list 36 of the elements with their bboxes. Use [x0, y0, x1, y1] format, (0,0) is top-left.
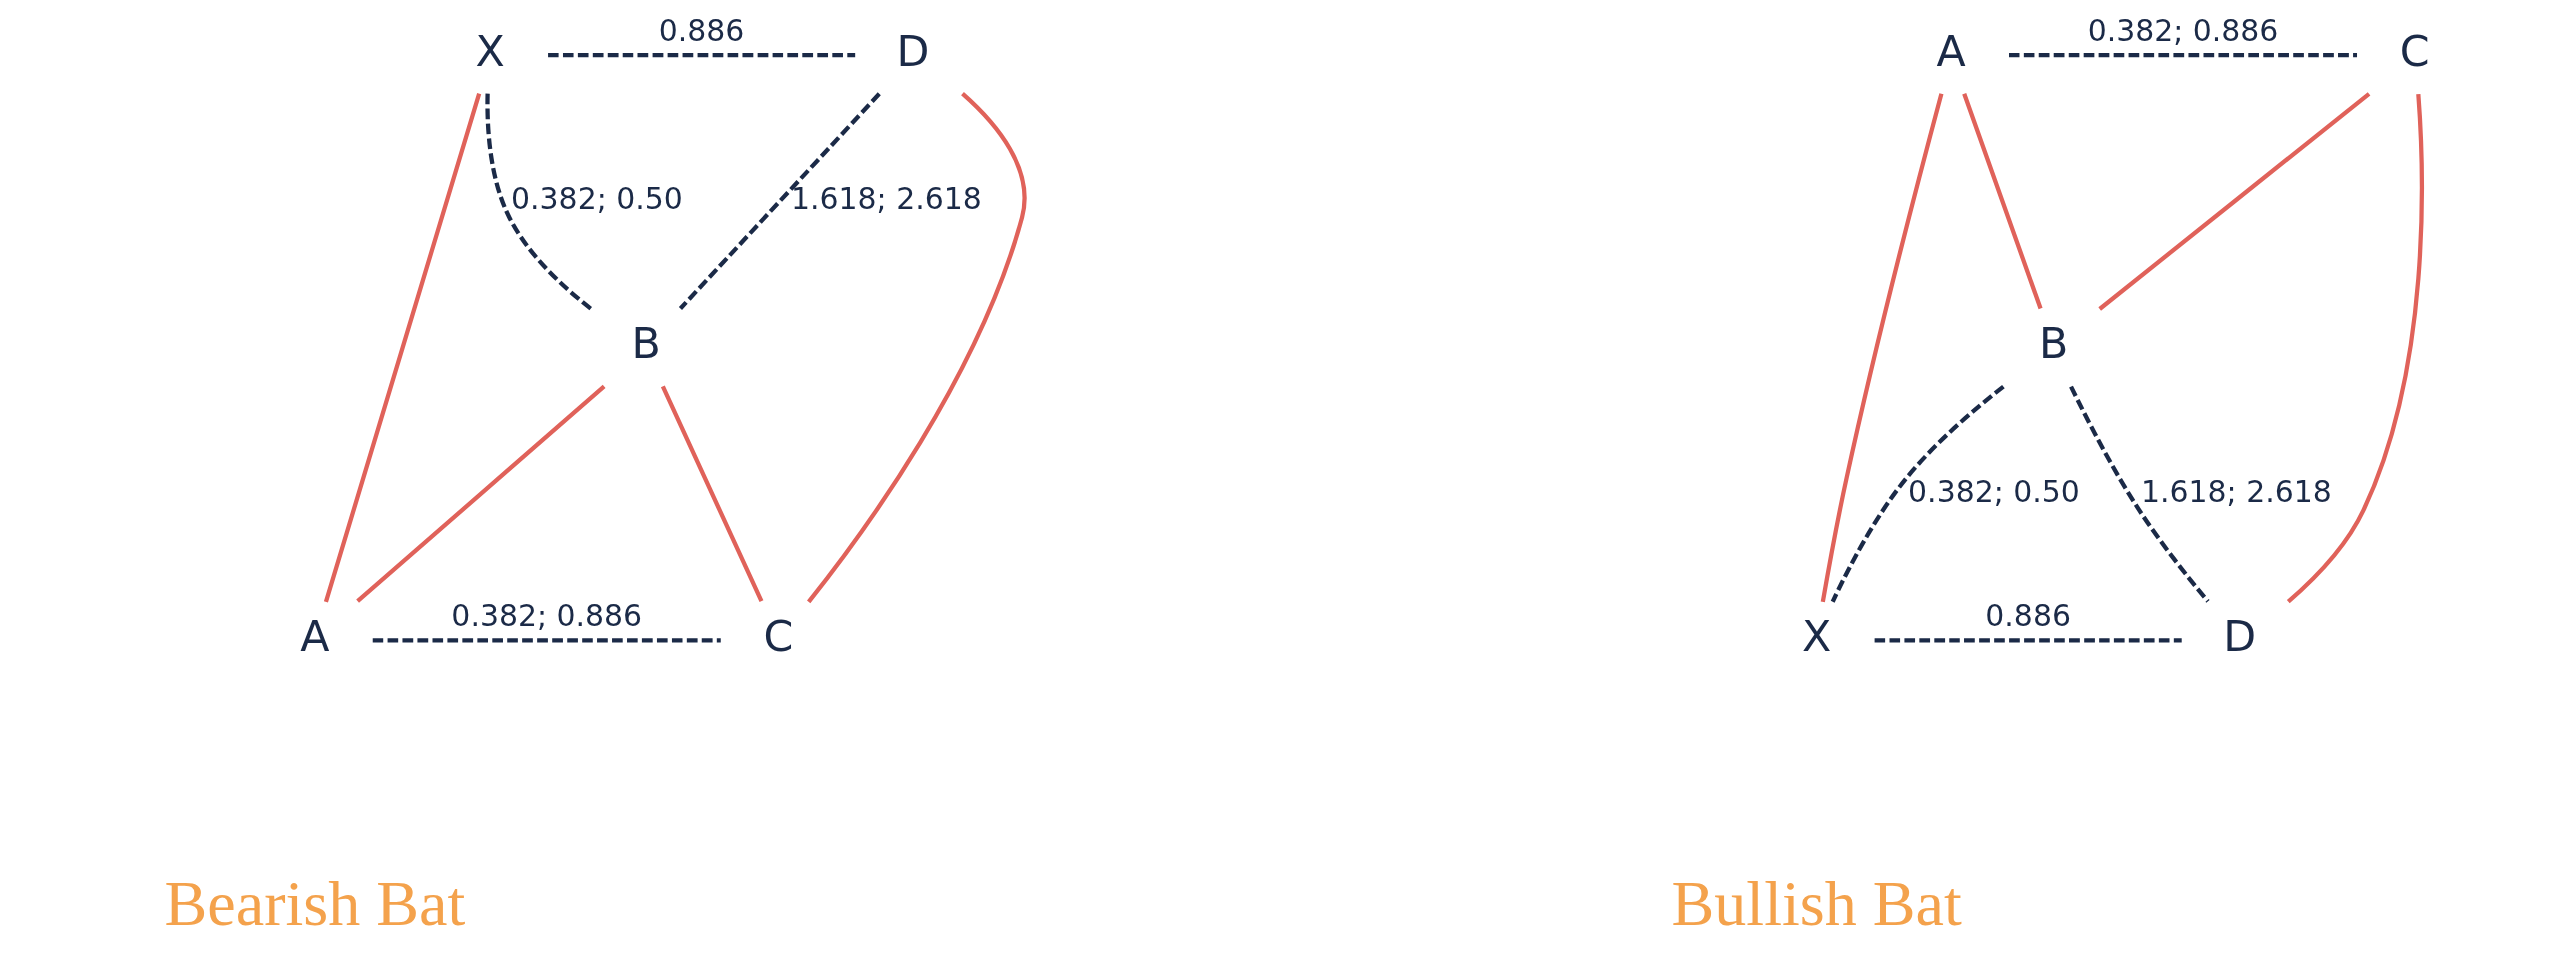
edge-label: 0.382; 0.50: [1907, 474, 2080, 510]
connector: [323, 93, 481, 603]
connector: [2286, 93, 2424, 604]
connector: [678, 92, 881, 310]
connector: [1961, 93, 2043, 310]
node-text: X: [475, 25, 505, 76]
connector: [1820, 93, 1943, 603]
node-text: D: [896, 25, 930, 76]
connector: [1874, 638, 2182, 643]
connector: [2097, 92, 2370, 311]
edge-label: 0.382; 0.886: [450, 597, 642, 633]
node-text: A: [1936, 25, 1966, 76]
connector: [806, 92, 1027, 604]
node-text: B: [2038, 318, 2068, 369]
node-text: C: [763, 611, 793, 662]
edge-label: 1.618; 2.618: [2140, 474, 2332, 510]
connector: [1830, 384, 2005, 603]
label: Bearish Bat: [164, 867, 465, 939]
connector: [484, 93, 592, 311]
node-text: B: [630, 318, 661, 369]
connector: [660, 385, 763, 603]
connector: [2008, 53, 2357, 58]
edge-label: 0.382; 0.886: [2087, 12, 2278, 48]
edge-label: 0.886: [1984, 597, 2071, 633]
node-text: D: [2222, 611, 2256, 662]
connector: [2068, 385, 2210, 603]
connector: [355, 384, 606, 603]
edge-label: 0.382; 0.50: [510, 181, 683, 217]
node-text: C: [2399, 25, 2430, 76]
node-text: A: [299, 611, 330, 662]
connector: [372, 638, 721, 643]
edge-label: 1.618; 2.618: [790, 181, 982, 217]
node-text: X: [1801, 611, 1831, 662]
connector: [547, 53, 855, 58]
label: Bullish Bat: [1671, 867, 1962, 939]
edge-label: 0.886: [658, 12, 744, 48]
